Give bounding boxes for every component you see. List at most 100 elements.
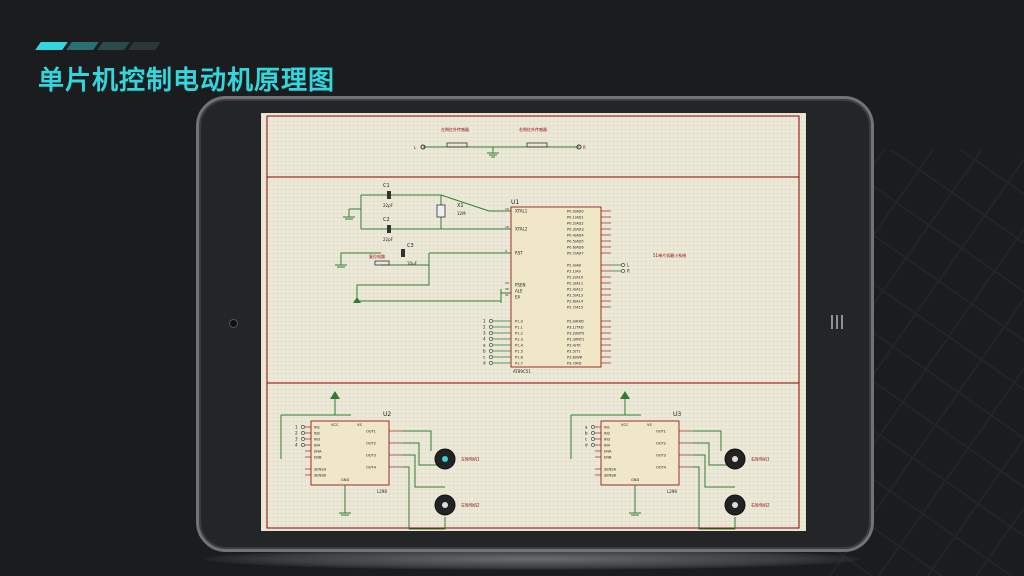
c2-label: C2 <box>383 217 390 223</box>
terminal-l-label: L <box>414 145 417 150</box>
mcu-pin-label: P2.1/A9 <box>567 270 582 274</box>
terminal-icon <box>489 355 493 359</box>
l298-pin-label: IN3 <box>604 438 610 442</box>
p1-terminal-label: 2 <box>483 325 486 330</box>
camera-icon <box>229 319 238 328</box>
terminal-icon <box>489 361 493 365</box>
c1-value: 22pF <box>383 203 394 208</box>
mcu-pin-num: 19 <box>505 207 509 211</box>
driver-ref: U3 <box>673 411 681 418</box>
mcu-ref: U1 <box>511 199 519 206</box>
mcu-body <box>510 206 602 368</box>
driver-input-label: d <box>585 443 588 448</box>
tablet-frame: 左侧红外传感器 右侧红外传感器 L R <box>196 96 874 552</box>
vcc-arrow-icon <box>330 391 340 399</box>
terminal-icon <box>301 425 305 429</box>
driver-input-label: 4 <box>295 443 298 448</box>
deco-bar-3 <box>97 42 130 50</box>
p1-terminal-label: 3 <box>483 331 486 336</box>
terminal-icon <box>489 331 493 335</box>
mcu-pin-label: P0.1/AD1 <box>567 216 584 220</box>
mcu-pin-label: P0.7/AD7 <box>567 252 584 256</box>
mcu-pin-label: P3.7/RD <box>567 362 582 366</box>
mcu-pin-label: P3.1/TXD <box>567 326 584 330</box>
p1-terminal-label: d <box>483 361 486 366</box>
driver-part: L298 <box>377 489 387 494</box>
mcu-pin-label: P3.6/WR <box>567 356 583 360</box>
l298-pin-label: OUT1 <box>366 430 376 434</box>
deco-bar-4 <box>128 42 161 50</box>
mcu-pin-rst: RST <box>515 251 523 256</box>
oscillator-parts <box>353 191 446 303</box>
mcu-pin-label: P0.6/AD6 <box>567 246 584 250</box>
oscillator-labels: C1 22pF C2 22pF X1 12M C3 10uF 复位电路 <box>369 183 466 266</box>
mcu-annotation: 51单片机最小系统 <box>653 252 686 258</box>
sensor-buttons: 左侧红外传感器 右侧红外传感器 L R <box>414 126 586 158</box>
c2-value: 22pF <box>383 237 394 242</box>
l298-pin-label: OUT4 <box>656 466 667 470</box>
page-title: 单片机控制电动机原理图 <box>38 66 336 96</box>
l298-pin-label: SENSB <box>604 474 617 478</box>
terminal-icon <box>301 437 305 441</box>
home-indicator-icon <box>831 315 843 329</box>
mcu-p1-pin-label: P1.3 <box>515 338 523 342</box>
driver-input-label: 1 <box>295 425 298 430</box>
l298-body <box>600 420 680 486</box>
l298-pin-label: OUT4 <box>366 466 377 470</box>
mcu-pin-label: P0.2/AD2 <box>567 222 584 226</box>
mcu-p1-pin-label: P1.2 <box>515 332 523 336</box>
l298-pin-label: OUT3 <box>656 454 666 458</box>
motor-label: 右轮电机1 <box>751 456 770 462</box>
l298-pin-label: IN2 <box>604 432 610 436</box>
deco-bar-1 <box>35 42 68 50</box>
mcu-pin-num: 29 <box>505 281 509 285</box>
l298-pin-label: IN4 <box>314 444 321 448</box>
mcu-pin-psen: PSEN <box>515 283 525 288</box>
l298-pin-label: SENSA <box>604 468 617 472</box>
mcu-pin-label: P2.4/A12 <box>567 288 583 292</box>
mcu-p1-pin-label: P1.5 <box>515 350 523 354</box>
terminal-icon <box>591 425 595 429</box>
l298-pin-vcc: VCC <box>331 423 339 427</box>
terminal-icon <box>489 343 493 347</box>
mcu-pin-xtal1: XTAL1 <box>515 209 528 214</box>
terminal-icon <box>591 431 595 435</box>
l298-pin-label: SENSA <box>314 468 327 472</box>
l298-pin-label: IN1 <box>314 426 320 430</box>
mcu-pin-label: P2.5/A13 <box>567 294 583 298</box>
terminal-icon <box>301 443 305 447</box>
terminal-icon <box>591 443 595 447</box>
mcu-pin-ale: ALE <box>515 289 523 294</box>
c3-value: 10uF <box>407 261 418 266</box>
terminal-icon <box>489 319 493 323</box>
mcu-pin-num: 31 <box>505 293 509 297</box>
driver-input-label: a <box>585 425 588 430</box>
l298-pin-label: OUT1 <box>656 430 666 434</box>
l298-pin-label: IN1 <box>604 426 610 430</box>
schematic-screen: 左侧红外传感器 右侧红外传感器 L R <box>261 113 806 531</box>
p1-terminal-label: a <box>483 343 486 348</box>
mcu-pin-num: 30 <box>505 287 509 291</box>
l298-pin-gnd: GND <box>631 478 639 482</box>
mcu-pin-label: P2.7/A15 <box>567 306 583 310</box>
terminal-icon <box>489 337 493 341</box>
oscillator-circuit <box>335 194 511 303</box>
l298-body <box>310 420 390 486</box>
tablet-shadow <box>205 548 860 570</box>
p1-terminal-label: 4 <box>483 337 486 342</box>
terminal-icon <box>621 263 625 267</box>
l298-pin-label: ENA <box>604 450 612 454</box>
mcu-p1-pin-label: P1.4 <box>515 344 524 348</box>
mcu-p1-pin-label: P1.6 <box>515 356 524 360</box>
l298-pin-vs: VS <box>357 423 362 427</box>
vcc-arrow-icon <box>620 391 630 399</box>
l298-pin-label: ENA <box>314 450 322 454</box>
motor-label: 左轮电机1 <box>461 456 480 462</box>
terminal-icon <box>621 269 625 273</box>
mcu-pin-label: P0.4/AD4 <box>567 234 584 238</box>
x1-label: X1 <box>457 203 464 209</box>
terminal-icon <box>591 437 595 441</box>
mcu-pin-label: P2.2/A10 <box>567 276 584 280</box>
terminal-icon <box>301 431 305 435</box>
